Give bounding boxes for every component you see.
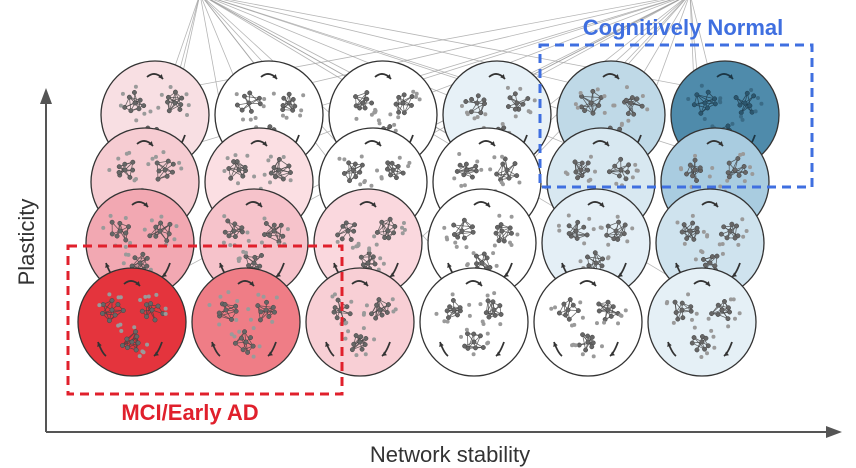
y-axis-arrowhead [40, 88, 52, 104]
y-axis-label: Plasticity [14, 199, 39, 286]
connection-line [223, 0, 622, 96]
network-cell-r4-c3 [305, 267, 415, 377]
network-cell-r3-c3 [313, 188, 423, 298]
network-cell-r4-c6 [647, 267, 757, 377]
connection-line [372, 0, 673, 96]
x-axis-label: Network stability [370, 442, 530, 467]
network-cell-r4-c5 [533, 267, 643, 377]
cognitively-normal-box [538, 43, 814, 189]
network-cell-r4-c4 [419, 267, 529, 377]
mci-early-ad-label: MCI/Early AD [121, 400, 258, 425]
cognitively-normal-label: Cognitively Normal [583, 15, 783, 40]
x-axis-arrowhead [826, 426, 842, 438]
axes [40, 88, 842, 438]
connection-line [258, 0, 667, 96]
mci-early-ad-box [66, 244, 344, 396]
network-cell-r3-c6 [655, 188, 765, 298]
network-cell-grid [77, 60, 780, 377]
network-cell-r3-c5 [541, 188, 651, 298]
network-cell-r4-c1 [77, 267, 187, 377]
network-cell-r4-c2 [191, 267, 301, 377]
connection-line [216, 0, 508, 96]
